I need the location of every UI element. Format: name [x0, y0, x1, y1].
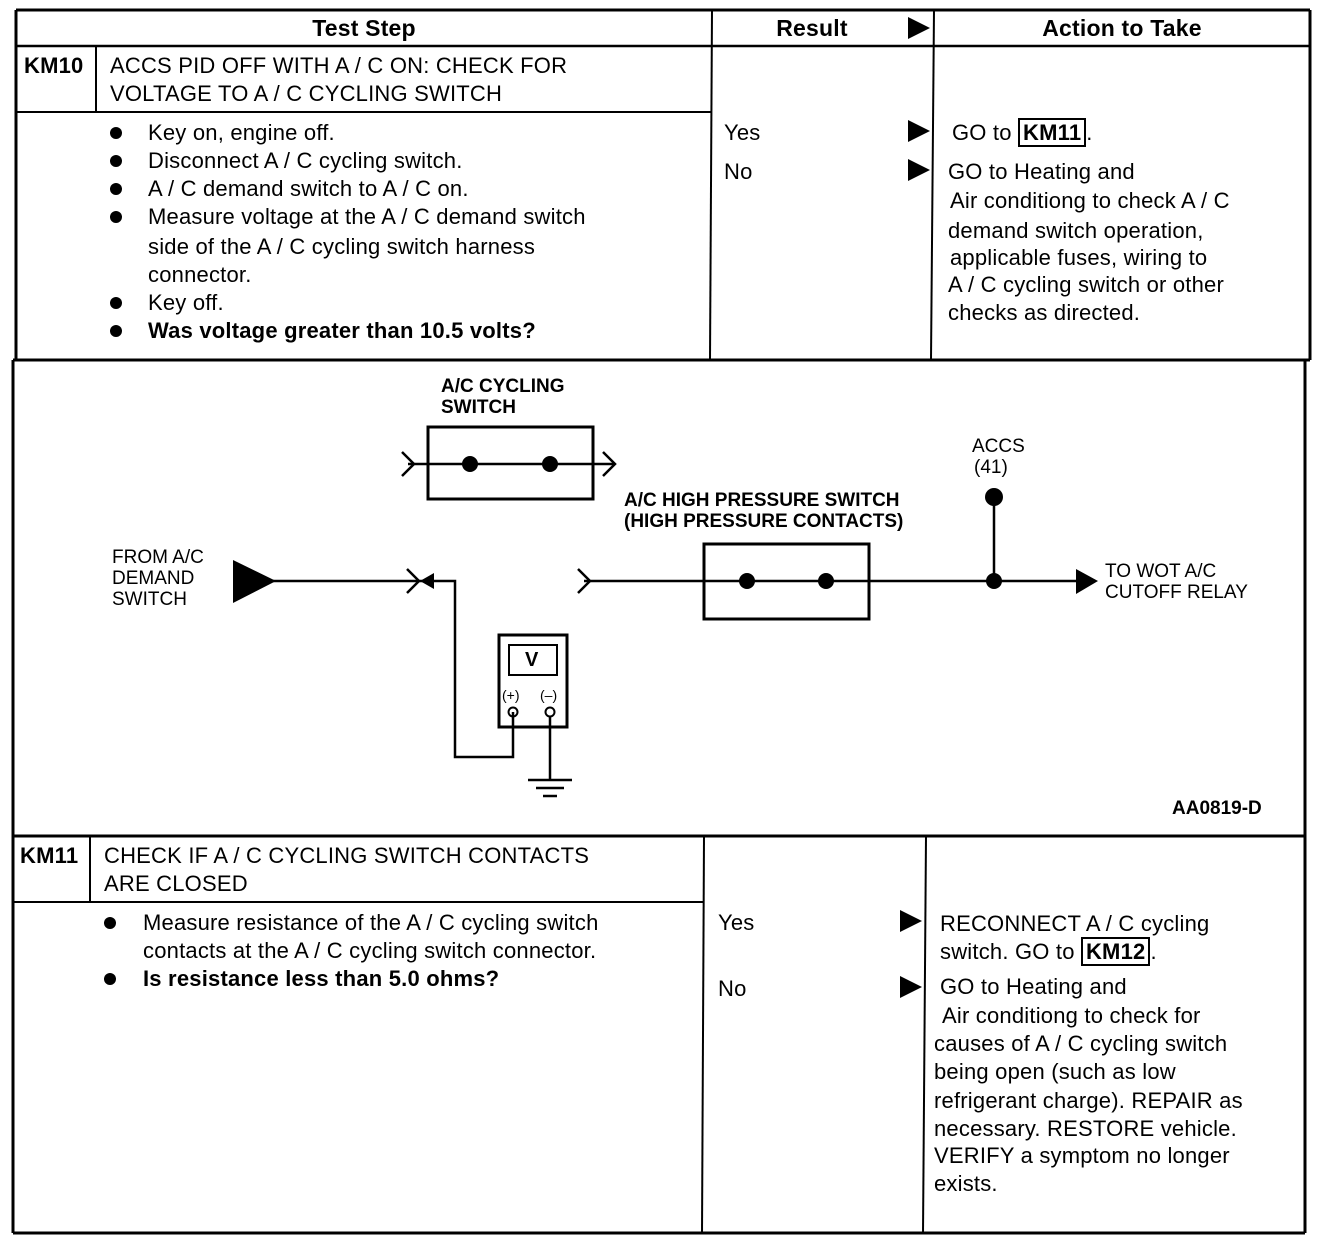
km10-action-no-line6: checks as directed.: [948, 300, 1141, 325]
meter-minus-terminal-icon: [544, 706, 556, 718]
km11-step-id: KM11: [20, 843, 79, 868]
meter-plus-label: (+): [502, 687, 520, 703]
from-label-line2: DEMAND: [112, 568, 195, 589]
to-label-line2: CUTOFF RELAY: [1105, 582, 1248, 603]
km10-step-4c: connector.: [148, 262, 252, 287]
cycling-switch-label-line2: SWITCH: [441, 397, 516, 418]
km11-action-no-line1: GO to Heating and: [940, 974, 1127, 999]
km10-step-2: Disconnect A / C cycling switch.: [148, 148, 463, 173]
km10-action-no-line3: demand switch operation,: [948, 218, 1204, 243]
km11-title-line1: CHECK IF A / C CYCLING SWITCH CONTACTS: [104, 843, 590, 868]
meter-minus-label: (–): [540, 687, 558, 703]
km10-title-line2: VOLTAGE TO A / C CYCLING SWITCH: [110, 81, 503, 106]
km11-action-no-line5: refrigerant charge). REPAIR as: [934, 1088, 1243, 1113]
header-result: Result: [776, 15, 848, 41]
voltmeter-label: V: [525, 649, 539, 671]
km10-action-yes-suffix: .: [1086, 120, 1093, 145]
bullet-icon: [110, 325, 122, 337]
header-action: Action to Take: [1042, 15, 1202, 41]
km11-action-no-line4: being open (such as low: [934, 1059, 1176, 1084]
bullet-icon: [110, 297, 122, 309]
km11-result-yes: Yes: [718, 910, 755, 935]
meter-plus-terminal-icon: [507, 706, 519, 718]
cycling-switch-label-line1: A/C CYCLING: [441, 376, 565, 397]
high-pressure-switch-box: [702, 542, 871, 621]
km11-action-no-line6: necessary. RESTORE vehicle.: [934, 1116, 1237, 1141]
km10-step-question: Was voltage greater than 10.5 volts?: [148, 318, 536, 343]
km10-step-5: Key off.: [148, 290, 224, 315]
km11-action-no-line8: exists.: [934, 1171, 998, 1196]
km11-action-no-line7: VERIFY a symptom no longer: [934, 1143, 1230, 1168]
km11-step-1b: contacts at the A / C cycling switch con…: [143, 938, 597, 963]
km10-action-no-line4: applicable fuses, wiring to: [950, 245, 1208, 270]
km11-action-no-line2: Air conditiong to check for: [942, 1003, 1201, 1028]
km10-step-4a: Measure voltage at the A / C demand swit…: [148, 204, 586, 229]
contact-dot-icon: [462, 456, 478, 472]
junction-dot-icon: [986, 573, 1002, 589]
km10-action-no-line5: A / C cycling switch or other: [948, 272, 1225, 297]
high-pressure-switch-label-line2: (HIGH PRESSURE CONTACTS): [624, 511, 904, 532]
bullet-icon: [110, 127, 122, 139]
km11-title-line2: ARE CLOSED: [104, 871, 248, 896]
accs-label-line2: (41): [974, 457, 1008, 478]
km12-reference-link[interactable]: KM12: [1080, 937, 1151, 966]
km10-action-no-line1: GO to Heating and: [948, 159, 1135, 184]
arrow-right-icon: [908, 120, 930, 142]
connector-icon: [602, 451, 617, 477]
header-result-arrow-icon: [908, 17, 930, 39]
bullet-icon: [110, 183, 122, 195]
arrow-right-icon: [908, 159, 930, 181]
km10-action-no-line2: Air conditiong to check A / C: [950, 188, 1230, 213]
voltmeter-display: [508, 644, 558, 676]
accs-label-line1: ACCS: [972, 436, 1025, 457]
km11-action-yes-suffix: .: [1150, 939, 1157, 964]
km11-step-question: Is resistance less than 5.0 ohms?: [143, 966, 500, 991]
to-label-line1: TO WOT A/C: [1105, 561, 1217, 582]
km11-reference-link[interactable]: KM11: [1018, 118, 1087, 147]
output-arrow-icon: [1076, 569, 1098, 594]
bullet-icon: [110, 155, 122, 167]
km10-result-yes: Yes: [724, 120, 761, 145]
km10-step-3: A / C demand switch to A / C on.: [148, 176, 469, 201]
bullet-icon: [110, 211, 122, 223]
voltmeter-box: [497, 633, 569, 729]
km11-action-yes-prefix: switch. GO to: [940, 939, 1075, 964]
source-triangle-icon: [233, 560, 276, 603]
arrow-right-icon: [900, 976, 922, 998]
bullet-icon: [104, 973, 116, 985]
km10-action-yes-prefix: GO to: [952, 120, 1012, 145]
from-label-line1: FROM A/C: [112, 547, 204, 568]
contact-dot-icon: [739, 573, 755, 589]
km10-title-line1: ACCS PID OFF WITH A / C ON: CHECK FOR: [110, 53, 568, 78]
high-pressure-switch-label-line1: A/C HIGH PRESSURE SWITCH: [624, 490, 900, 511]
km11-result-no: No: [718, 976, 747, 1001]
km10-step-1: Key on, engine off.: [148, 120, 335, 145]
contact-dot-icon: [542, 456, 558, 472]
km10-result-no: No: [724, 159, 753, 184]
km11-step-1a: Measure resistance of the A / C cycling …: [143, 910, 599, 935]
km11-action-yes-line1: RECONNECT A / C cycling: [940, 911, 1210, 936]
header-test-step: Test Step: [312, 15, 416, 41]
km10-step-4b: side of the A / C cycling switch harness: [148, 234, 536, 259]
meter-lead-arrow-icon: [420, 573, 434, 589]
bullet-icon: [104, 917, 116, 929]
accs-pin-dot-icon: [985, 488, 1003, 506]
arrow-right-icon: [900, 910, 922, 932]
contact-dot-icon: [818, 573, 834, 589]
km10-action-yes: GO to KM11.: [952, 118, 1093, 147]
km11-action-no-line3: causes of A / C cycling switch: [934, 1031, 1228, 1056]
from-label-line3: SWITCH: [112, 589, 187, 610]
km11-action-yes-line2: switch. GO to KM12.: [940, 937, 1157, 966]
km10-step-id: KM10: [24, 53, 84, 78]
figure-id: AA0819-D: [1172, 798, 1262, 819]
ground-icon: [528, 778, 572, 798]
connector-icon: [406, 568, 421, 594]
